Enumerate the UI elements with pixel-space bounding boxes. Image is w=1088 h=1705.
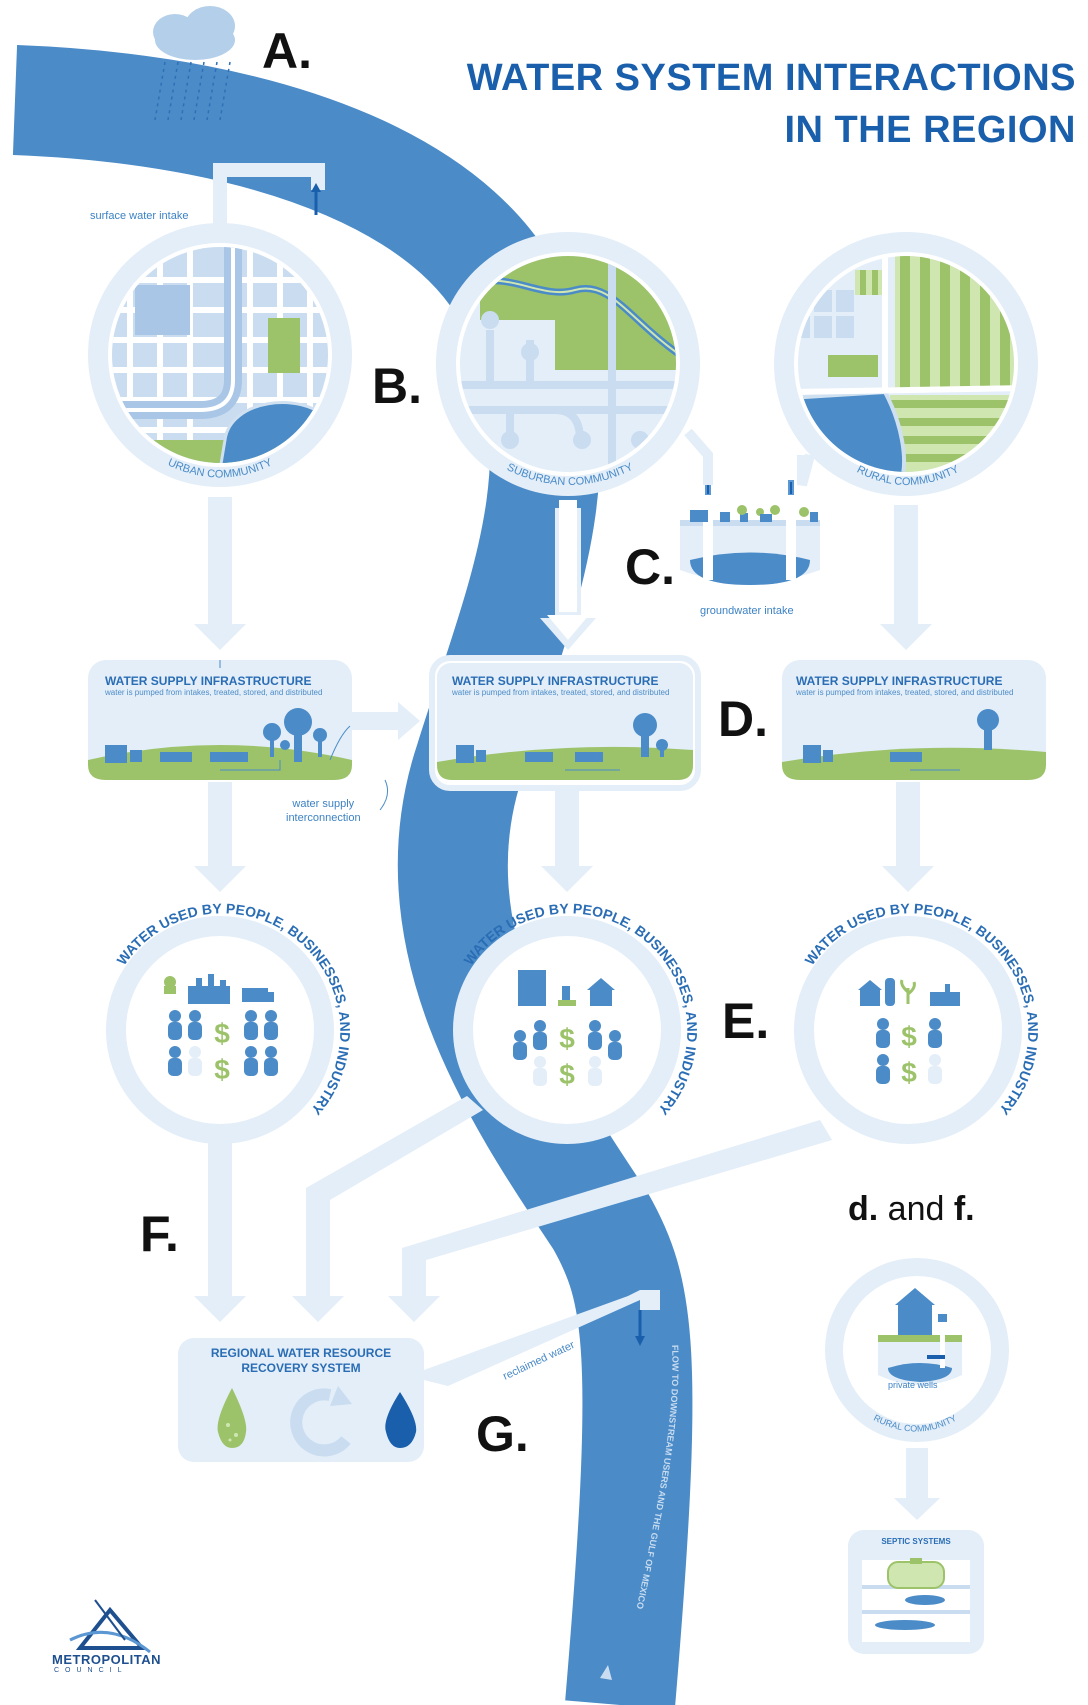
usage-circles: [106, 916, 1022, 1144]
urban-usage-icons: $ $: [164, 974, 278, 1085]
recovery-box: [178, 1338, 424, 1462]
df-label: d. and f.: [848, 1190, 975, 1229]
logo-sub: COUNCIL: [54, 1667, 128, 1674]
letter-b: B.: [372, 358, 422, 414]
svg-text:$: $: [901, 1021, 917, 1052]
interconnection-label-line1: water supply: [292, 798, 355, 810]
suburban-usage-icons: $ $: [513, 970, 622, 1090]
df-label-and: and: [878, 1190, 954, 1228]
letter-g: G.: [476, 1406, 529, 1462]
svg-text:$: $: [214, 1054, 230, 1085]
recovery-title-line1: REGIONAL WATER RESOURCE: [210, 1346, 392, 1360]
logo-name: METROPOLITAN: [52, 1652, 162, 1667]
urban-community-circle: [88, 223, 352, 487]
urban-infrastructure-subtitle: water is pumped from intakes, treated, s…: [105, 688, 323, 697]
interconnection-label: water supply interconnection: [286, 797, 361, 825]
arrows-to-recovery: [194, 1096, 832, 1322]
svg-text:$: $: [901, 1057, 917, 1088]
urban-infrastructure-text: WATER SUPPLY INFRASTRUCTURE water is pum…: [105, 674, 345, 697]
septic-title: SEPTIC SYSTEMS: [881, 1537, 951, 1546]
title-line-2: IN THE REGION: [784, 109, 1076, 151]
rural-usage-icons: $ $: [858, 978, 960, 1088]
rural-community-circle: [774, 232, 1038, 496]
rural-infrastructure-title: WATER SUPPLY INFRASTRUCTURE: [796, 674, 1003, 688]
svg-text:$: $: [559, 1023, 575, 1054]
rural-infrastructure-subtitle: water is pumped from intakes, treated, s…: [796, 688, 1014, 697]
letter-d: D.: [718, 691, 768, 747]
df-label-d: d.: [848, 1190, 879, 1228]
urban-infrastructure-title: WATER SUPPLY INFRASTRUCTURE: [105, 674, 312, 688]
suburban-community-circle: [436, 232, 700, 496]
df-label-f: f.: [953, 1190, 975, 1228]
suburban-infrastructure-title: WATER SUPPLY INFRASTRUCTURE: [452, 674, 659, 688]
letter-e: E.: [722, 993, 770, 1049]
reclaimed-water-outflow: [424, 1290, 660, 1386]
svg-text:$: $: [214, 1018, 230, 1049]
surface-intake-pipe: [213, 163, 325, 240]
surface-intake-label: surface water intake: [90, 210, 189, 222]
title-line-1: WATER SYSTEM INTERACTIONS: [466, 57, 1076, 99]
private-wells-circle: [825, 1258, 1009, 1442]
metropolitan-council-logo: [69, 1599, 151, 1654]
infrastructure-boxes: [88, 655, 1046, 791]
septic-box: [848, 1530, 984, 1654]
letter-f: F.: [140, 1206, 179, 1262]
recovery-title: REGIONAL WATER RESOURCE RECOVERY SYSTEM: [178, 1346, 424, 1376]
interconnection-arrow: [329, 702, 420, 811]
svg-text:$: $: [559, 1059, 575, 1090]
groundwater-aquifer-graphic: [680, 480, 820, 585]
groundwater-intake-label: groundwater intake: [700, 605, 794, 617]
private-wells-label: private wells: [888, 1380, 938, 1390]
letter-a: A.: [262, 23, 312, 79]
letter-c: C.: [625, 539, 675, 595]
rain-cloud-icon: [153, 6, 235, 121]
rural-infrastructure-text: WATER SUPPLY INFRASTRUCTURE water is pum…: [796, 674, 1036, 697]
suburban-infrastructure-text: WATER SUPPLY INFRASTRUCTURE water is pum…: [452, 674, 692, 697]
suburban-infrastructure-subtitle: water is pumped from intakes, treated, s…: [452, 688, 670, 697]
page-title: WATER SYSTEM INTERACTIONS IN THE REGION: [467, 52, 1076, 156]
recovery-title-line2: RECOVERY SYSTEM: [241, 1361, 361, 1375]
interconnection-label-line2: interconnection: [286, 812, 361, 824]
